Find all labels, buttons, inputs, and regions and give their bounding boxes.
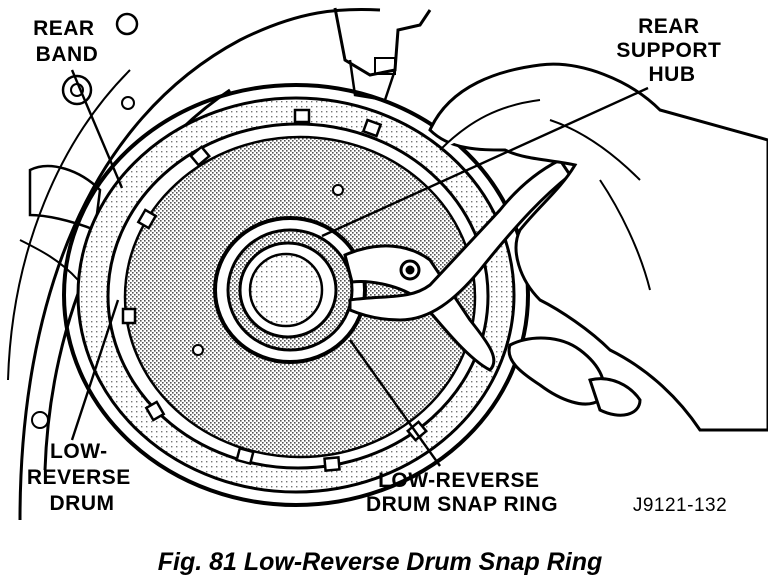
figure-caption: Fig. 81 Low-Reverse Drum Snap Ring — [158, 548, 603, 576]
figure-id: J9121-132 — [633, 495, 727, 516]
leader-low-reverse-drum — [70, 299, 120, 441]
snap-ring-pliers — [343, 158, 573, 372]
leader-rear-band — [70, 69, 124, 189]
leader-rear-support-hub — [321, 86, 649, 238]
leader-lines — [70, 69, 649, 467]
rear-support-casting — [333, 7, 432, 102]
label-rear-band: REAR BAND — [33, 17, 101, 66]
label-rear-support-hub: REAR SUPPORT HUB — [616, 15, 727, 86]
leader-snap-ring — [349, 339, 441, 467]
label-low-reverse-drum: LOW- REVERSE DRUM — [27, 440, 137, 515]
label-snap-ring: LOW-REVERSE DRUM SNAP RING — [366, 469, 558, 516]
rear-support-hub — [213, 216, 367, 364]
technician-hands — [428, 62, 768, 432]
